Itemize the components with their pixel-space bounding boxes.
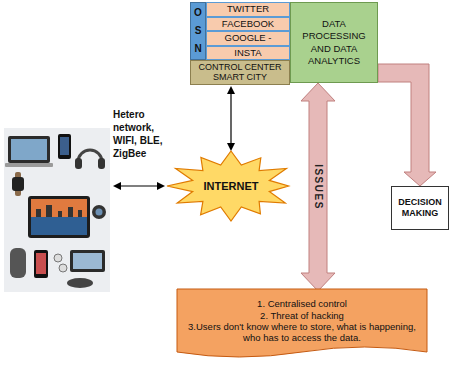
block-arrow [301, 83, 335, 291]
tablet-water [31, 217, 87, 235]
issues-document: 1. Centralised control2. Threat of hacki… [176, 288, 428, 362]
earbud [54, 254, 62, 262]
osn-bar: O S N [190, 2, 206, 60]
double-arrow [227, 86, 235, 151]
arrow-line [120, 185, 158, 186]
network-row: FACEBOOK [206, 17, 290, 32]
game-controller [67, 278, 93, 288]
arrow-head [227, 86, 235, 94]
arrow-head [227, 143, 235, 151]
phone-body [58, 134, 71, 159]
node-text: INSTA [234, 48, 261, 58]
decision-box: DECISION MAKING [391, 186, 449, 230]
node-text: INTERNET [204, 180, 259, 192]
arrow-head [157, 182, 165, 190]
watch-face [12, 177, 24, 191]
tablet-body [28, 196, 90, 238]
node-text: GOOGLE - [225, 33, 272, 43]
laptop-base [5, 163, 53, 167]
bent-block-arrow [378, 64, 436, 186]
headphone-cup [75, 158, 82, 169]
camera-lens [92, 205, 106, 219]
phone-body [34, 250, 48, 278]
speaker [10, 248, 26, 278]
node-text: TWITTER [227, 4, 269, 14]
node-text: CONTROL CENTER SMART CITY [191, 63, 289, 83]
starburst-shape [167, 151, 289, 221]
tablet-sky [31, 199, 87, 217]
internet-burst: INTERNET [166, 150, 296, 222]
node-text: 1. Centralised control [257, 298, 347, 309]
control-center-box: CONTROL CENTER SMART CITY [190, 60, 290, 85]
network-row: INSTA [206, 46, 290, 61]
node-text: O S N [191, 4, 205, 58]
double-arrow [113, 182, 165, 190]
headphone-cup [98, 158, 105, 169]
tablet-skyline [36, 205, 82, 217]
node-text: FACEBOOK [222, 19, 274, 29]
phone-screen [36, 253, 46, 274]
edge-label: ISSUES [313, 164, 324, 210]
node-text: 2. Threat of hacking [260, 310, 344, 321]
network-row: GOOGLE - [206, 31, 290, 46]
camera-glass [96, 209, 103, 216]
laptop-screen [11, 139, 47, 160]
analytics-box: DATA PROCESSING AND DATA ANALYTICS [290, 2, 378, 83]
node-text: 3.Users don't know where to store, what … [184, 321, 420, 344]
arrow-line [230, 93, 231, 144]
laptop-lid [8, 136, 50, 163]
edge-label-holder: ISSUES [313, 164, 324, 210]
node-text: DECISION MAKING [394, 197, 446, 220]
monitor-screen [73, 253, 102, 269]
arrow-head [113, 182, 121, 190]
document-shape [177, 289, 427, 357]
phone-screen [60, 137, 69, 155]
network-label: Hetero network, WIFI, BLE, ZigBee [113, 108, 165, 160]
earbud [59, 264, 67, 272]
network-row: TWITTER [206, 2, 290, 17]
monitor-body [70, 250, 105, 272]
gadget-collage [4, 128, 110, 292]
collage-ground [4, 128, 110, 292]
node-text: DATA PROCESSING AND DATA ANALYTICS [294, 18, 374, 67]
